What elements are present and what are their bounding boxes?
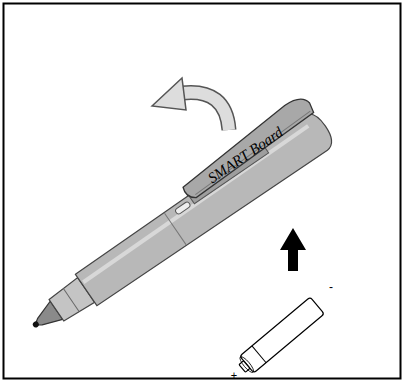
- lift-arrow: [152, 78, 229, 130]
- polarity-sign: +: [231, 370, 237, 381]
- pen: [11, 93, 338, 343]
- battery: [235, 297, 324, 377]
- insert-arrow: [280, 228, 306, 271]
- polarity-sign: -: [329, 281, 333, 293]
- frame: [4, 4, 401, 379]
